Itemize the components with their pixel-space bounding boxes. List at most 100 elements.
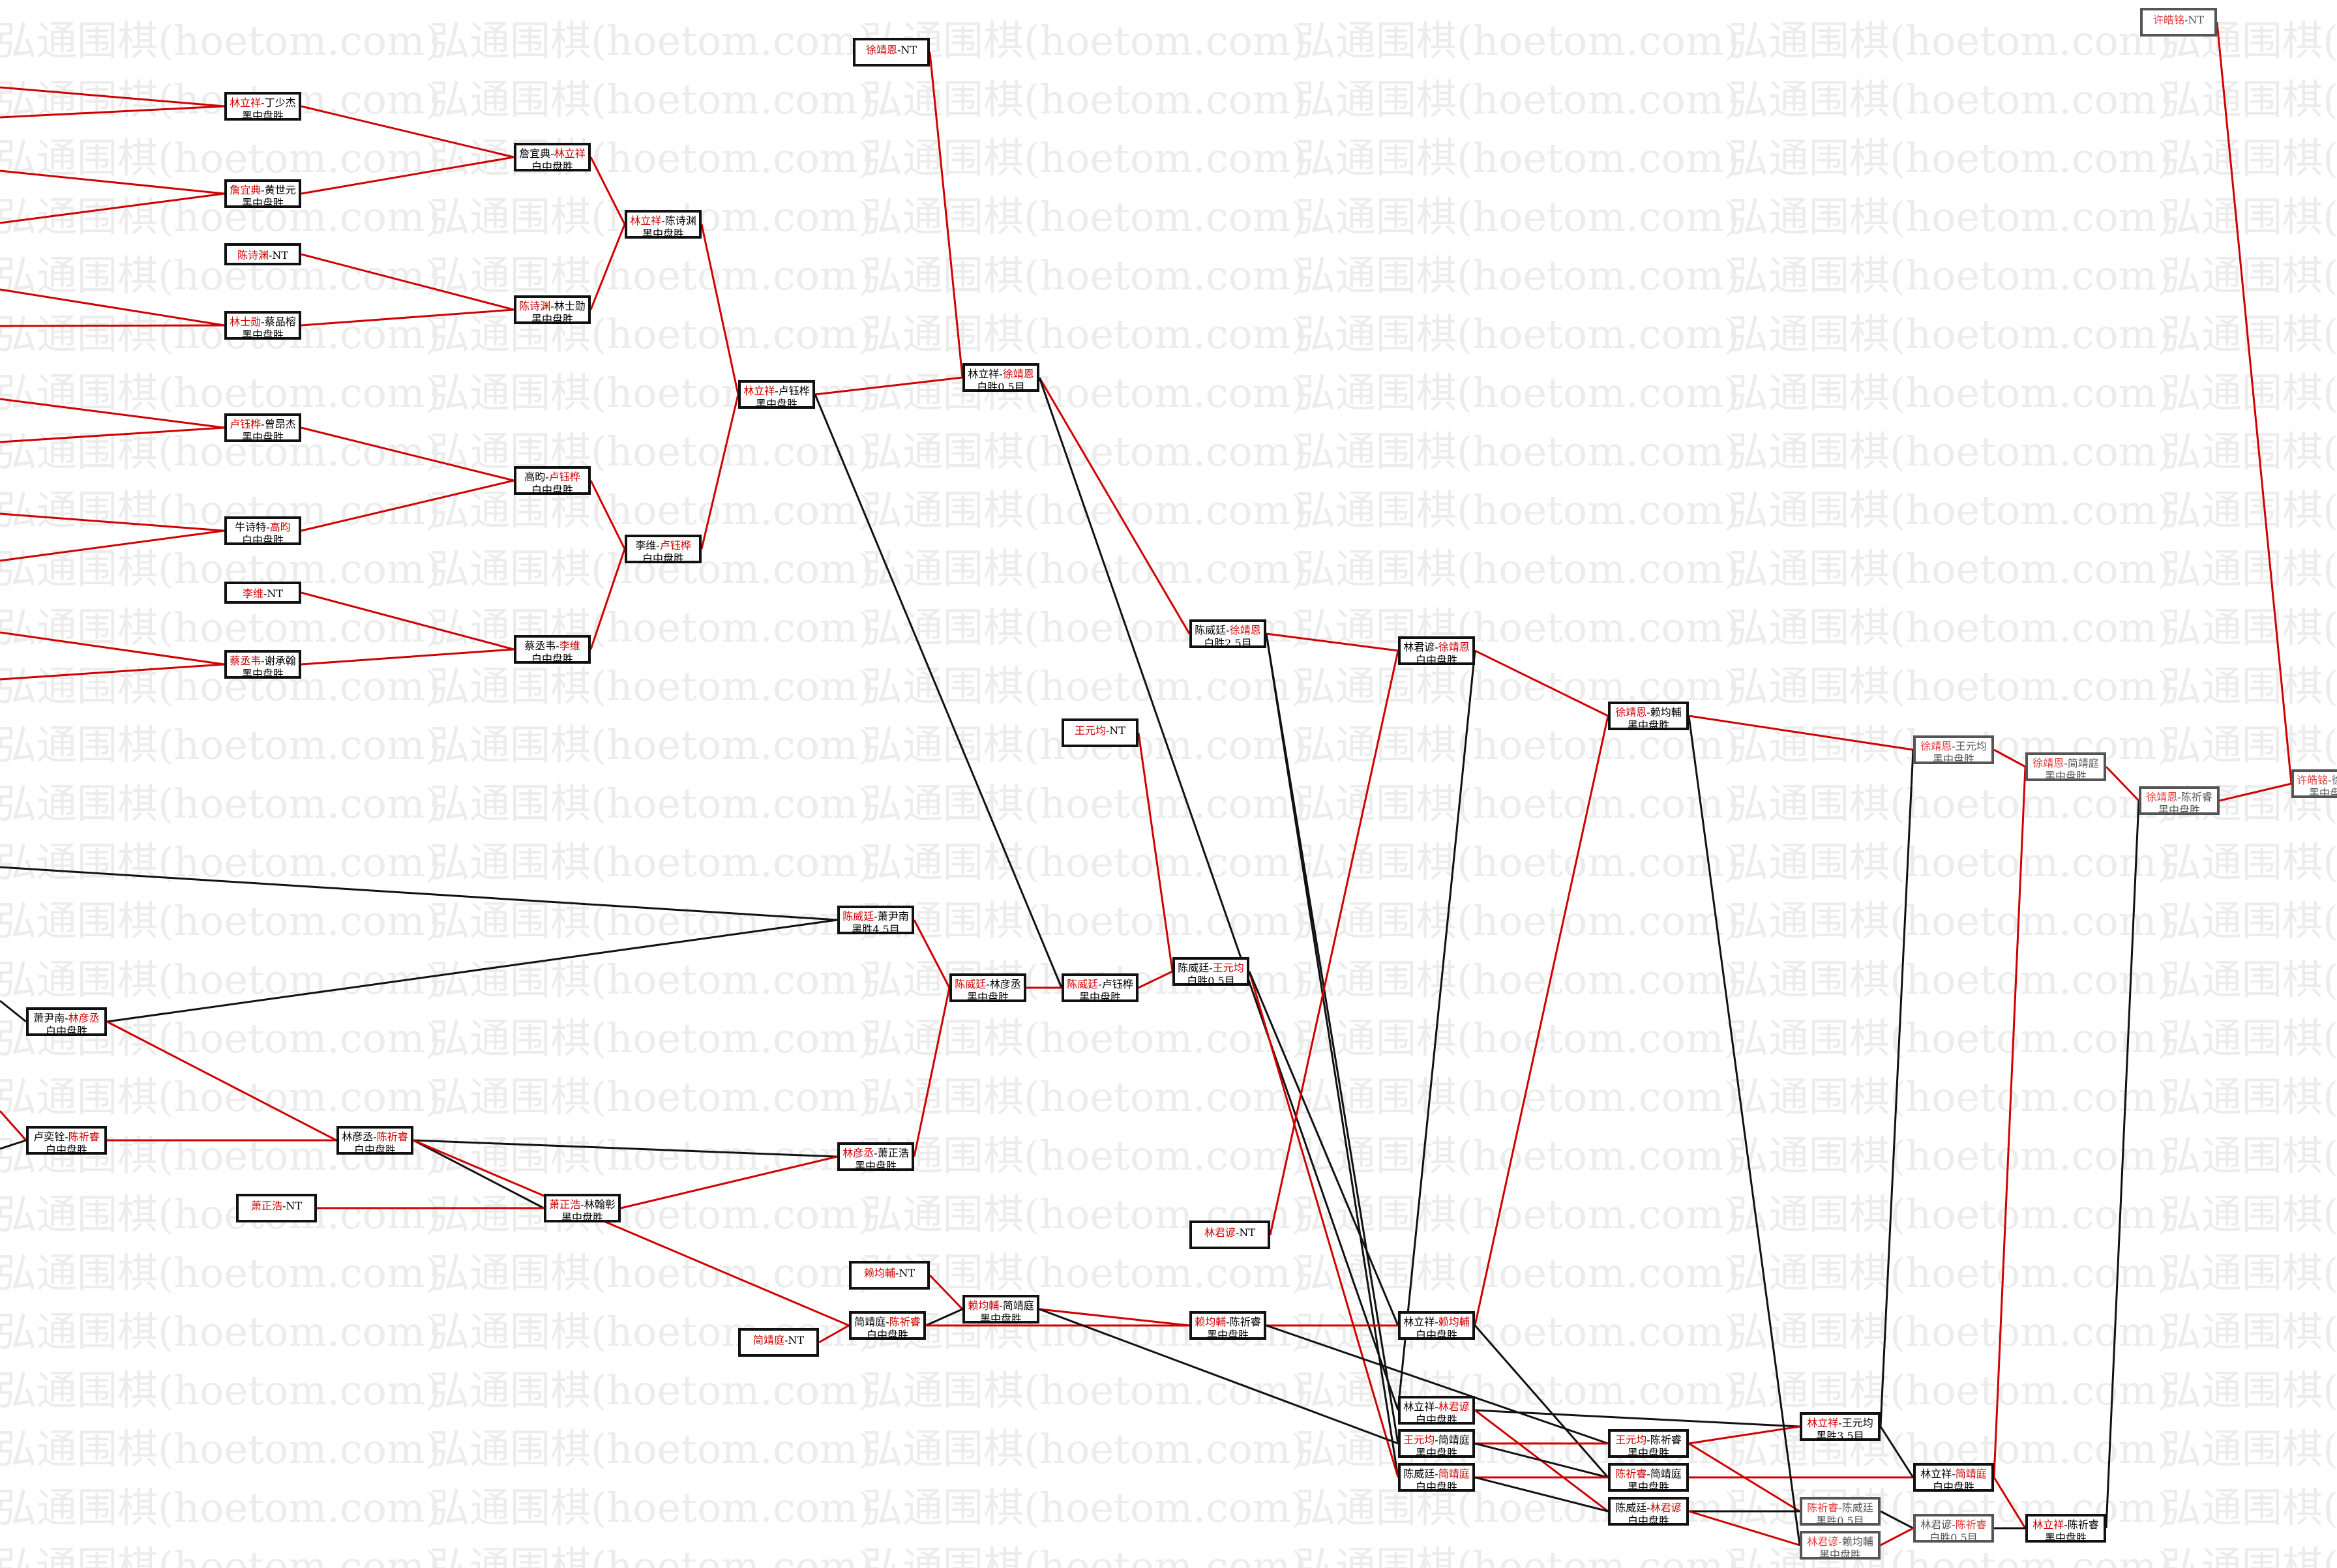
match-node[interactable]: 林立祥-赖均輔白中盘胜 (1398, 1311, 1475, 1341)
match-node[interactable]: 徐靖恩-简靖庭黑中盘胜 (2025, 752, 2106, 782)
match-node[interactable]: 陈祈睿-陈威廷黑胜0.5目 (1800, 1497, 1881, 1527)
match-node[interactable]: 李维-NT (224, 582, 301, 604)
match-node[interactable]: 詹宜典-黄世元黑中盘胜 (224, 179, 301, 209)
bracket-edge (814, 376, 963, 396)
separator: - (1235, 1226, 1240, 1239)
match-players: 林士勋-蔡品榕 (227, 316, 299, 329)
match-node[interactable]: 萧尹南-林彦丞白中盘胜 (26, 1007, 107, 1037)
match-node[interactable]: 林君谚-赖均輔黑中盘胜 (1800, 1531, 1881, 1561)
player-white: NT (788, 1334, 805, 1346)
match-node[interactable]: 陈威廷-卢钰桦黑中盘胜 (1062, 973, 1139, 1003)
separator: - (550, 300, 554, 312)
match-node[interactable]: 蔡丞韦-李维白中盘胜 (514, 635, 591, 665)
bracket-edge (1137, 732, 1174, 972)
match-node[interactable]: 萧正浩-NT (236, 1194, 317, 1222)
separator: - (2064, 757, 2068, 769)
bracket-edge (0, 529, 225, 562)
bracket-edge (1474, 649, 1609, 717)
player-black: 简靖庭 (752, 1334, 784, 1346)
player-black: 卢钰桦 (230, 418, 261, 430)
match-node[interactable]: 林君谚-徐靖恩白中盘胜 (1398, 636, 1475, 666)
player-white: NT (1239, 1226, 1256, 1239)
match-node[interactable]: 赖均輔-NT (849, 1261, 930, 1290)
match-node[interactable]: 林彦丞-陈祈睿白中盘胜 (336, 1126, 413, 1156)
match-node[interactable]: 林士勋-蔡品榕黑中盘胜 (224, 311, 301, 341)
match-node[interactable]: 林立祥-陈祈睿黑中盘胜 (2025, 1514, 2106, 1544)
separator: - (268, 249, 273, 261)
player-white: 徐靖恩 (1229, 624, 1261, 636)
match-players: 陈威廷-简靖庭 (1401, 1468, 1472, 1481)
match-node[interactable]: 简靖庭-NT (738, 1328, 819, 1357)
match-node[interactable]: 林立祥-卢钰桦黑中盘胜 (738, 380, 815, 410)
separator: - (2177, 791, 2181, 803)
separator: - (580, 1198, 584, 1211)
separator: - (261, 184, 265, 196)
player-black: 陈威廷 (842, 910, 874, 923)
match-players: 徐靖恩-王元均 (1916, 740, 1991, 753)
match-players: 陈威廷-萧尹南 (840, 910, 912, 923)
match-node[interactable]: 陈威廷-徐靖恩白胜2.5目 (1189, 619, 1266, 649)
match-node[interactable]: 林君谚-陈祈睿白胜0.5目 (1913, 1514, 1994, 1544)
match-node[interactable]: 林立祥-王元均黑胜3.5目 (1800, 1412, 1881, 1442)
match-node[interactable]: 林立祥-徐靖恩白胜0.5目 (962, 363, 1039, 393)
match-node[interactable]: 简靖庭-陈祈睿白中盘胜 (849, 1311, 926, 1341)
separator: - (266, 521, 270, 533)
separator: - (263, 587, 267, 600)
match-node[interactable]: 李维-卢钰桦白中盘胜 (625, 535, 702, 565)
match-node[interactable]: 王元均-简靖庭黑中盘胜 (1398, 1429, 1475, 1459)
match-node[interactable]: 林彦丞-萧正浩黑中盘胜 (837, 1142, 914, 1172)
match-node[interactable]: 赖均輔-简靖庭黑中盘胜 (962, 1295, 1039, 1325)
separator: - (261, 96, 265, 109)
player-white: NT (272, 249, 289, 261)
match-node[interactable]: 徐靖恩-王元均黑中盘胜 (1913, 735, 1994, 765)
player-black: 詹宜典 (519, 147, 551, 160)
bracket-edge (913, 987, 951, 1157)
separator: - (1209, 962, 1213, 974)
match-node[interactable]: 蔡丞韦-谢承翰黑中盘胜 (224, 650, 301, 680)
match-node[interactable]: 徐靖恩-陈祈睿黑中盘胜 (2139, 786, 2220, 816)
match-node[interactable]: 许皓铭-NT (2140, 8, 2217, 37)
match-node[interactable]: 陈威廷-林彦丞黑中盘胜 (949, 973, 1026, 1003)
match-node[interactable]: 卢钰桦-曾昂杰黑中盘胜 (224, 413, 301, 443)
match-node[interactable]: 卢奕铨-陈祈睿白中盘胜 (26, 1126, 107, 1156)
match-node[interactable]: 陈诗渊-林士勋黑中盘胜 (514, 295, 591, 325)
match-node[interactable]: 陈威廷-萧尹南黑胜4.5目 (837, 906, 914, 936)
match-result: 白中盘胜 (45, 1144, 87, 1156)
match-node[interactable]: 许皓铭-徐靖恩黑中盘胜 (2291, 769, 2337, 799)
bracket-edge (1038, 377, 1191, 634)
match-node[interactable]: 赖均輔-陈祈睿黑中盘胜 (1189, 1311, 1266, 1341)
player-black: 陈诗渊 (237, 249, 269, 261)
bracket-edge (620, 1155, 838, 1209)
match-node[interactable]: 陈威廷-简靖庭白中盘胜 (1398, 1463, 1475, 1493)
match-players: 林立祥-徐靖恩 (965, 368, 1037, 381)
match-node[interactable]: 徐靖恩-赖均輔黑中盘胜 (1608, 702, 1689, 732)
bracket-edge (2219, 782, 2292, 802)
bracket-edge (0, 631, 225, 666)
match-node[interactable]: 林立祥-陈诗渊黑中盘胜 (625, 210, 702, 240)
match-node[interactable]: 陈祈睿-简靖庭黑中盘胜 (1608, 1463, 1689, 1493)
player-white: 陈祈睿 (1229, 1316, 1261, 1328)
match-node[interactable]: 詹宜典-林立祥白中盘胜 (514, 143, 591, 173)
bracket-edge (1688, 1510, 1800, 1546)
player-black: 蔡丞韦 (524, 640, 556, 652)
match-node[interactable]: 陈威廷-林君谚白中盘胜 (1608, 1497, 1689, 1527)
separator: - (874, 1147, 878, 1159)
match-node[interactable]: 王元均-NT (1062, 718, 1139, 747)
player-black: 徐靖恩 (1615, 706, 1647, 718)
match-node[interactable]: 林君谚-NT (1189, 1220, 1270, 1249)
player-black: 徐靖恩 (865, 44, 897, 56)
match-node[interactable]: 林立祥-简靖庭白中盘胜 (1913, 1463, 1994, 1493)
match-node[interactable]: 王元均-陈祈睿黑中盘胜 (1608, 1429, 1689, 1459)
match-result: 白中盘胜 (1415, 1413, 1457, 1426)
match-node[interactable]: 高昀-卢钰桦白中盘胜 (514, 466, 591, 496)
match-node[interactable]: 林立祥-林君谚白中盘胜 (1398, 1396, 1475, 1426)
player-black: 林君谚 (1807, 1535, 1839, 1548)
match-players: 詹宜典-黄世元 (227, 184, 299, 197)
match-node[interactable]: 萧正浩-林翰彰黑中盘胜 (544, 1194, 621, 1224)
match-node[interactable]: 徐靖恩-NT (853, 38, 930, 67)
match-node[interactable]: 陈威廷-王元均白胜0.5目 (1172, 957, 1249, 987)
bracket-edge (0, 324, 225, 327)
match-node[interactable]: 牛诗特-高昀白中盘胜 (224, 516, 301, 546)
match-node[interactable]: 陈诗渊-NT (224, 243, 301, 265)
match-node[interactable]: 林立祥-丁少杰黑中盘胜 (224, 92, 301, 122)
